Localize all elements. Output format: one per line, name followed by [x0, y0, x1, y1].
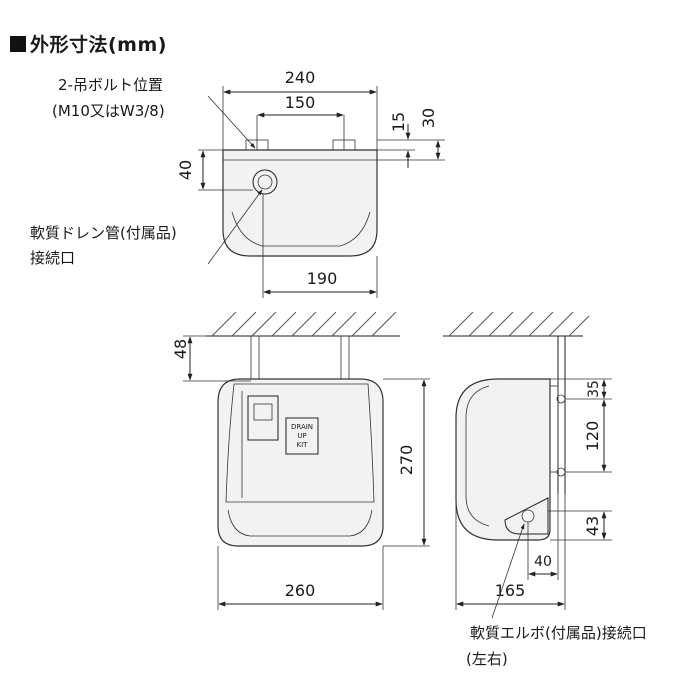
elbow-label-2: (左右) [466, 650, 508, 668]
dim-side-35: 35 [586, 380, 602, 398]
drain-port-icon [252, 169, 278, 195]
dim-front-bolt: 48 [171, 339, 190, 359]
top-view: 240 150 15 30 40 190 [176, 68, 445, 298]
elbow-label-1: 軟質エルボ(付属品)接続口 [470, 624, 647, 642]
dim-side-40: 40 [534, 554, 552, 570]
dim-bolt-pitch: 150 [285, 93, 316, 112]
drain-elbow-icon [504, 497, 549, 535]
dim-bottom-width: 190 [307, 269, 338, 288]
top-view-body [222, 149, 378, 257]
dim-side-120: 120 [583, 421, 602, 452]
diagram-title: 外形寸法(mm) [10, 30, 167, 57]
pump-unit-icon [247, 395, 279, 441]
front-view: DRAIN UP KIT 48 270 260 [171, 311, 430, 610]
dim-front-height: 270 [397, 445, 416, 476]
side-view: 35 120 43 40 165 [443, 311, 612, 619]
dim-port-height: 40 [176, 160, 195, 180]
dim-bolt-offset-15: 15 [389, 112, 408, 132]
hanging-bolt-label-1: 2-吊ボルト位置 [58, 76, 163, 94]
side-view-body [455, 378, 551, 541]
dim-front-width: 260 [285, 581, 316, 600]
title-square-icon [10, 36, 26, 52]
kit-line-2: UP [297, 432, 306, 440]
kit-line-1: DRAIN [291, 423, 313, 431]
hanging-bolt-label-2: (M10又はW3/8) [52, 102, 165, 120]
dim-bolt-offset-30: 30 [419, 108, 438, 128]
dim-top-width: 240 [285, 68, 316, 87]
dim-side-depth: 165 [495, 581, 526, 600]
drain-hose-label-2: 接続口 [30, 249, 75, 267]
front-view-body [217, 378, 384, 547]
drain-up-kit-badge [285, 417, 319, 455]
kit-line-3: KIT [297, 441, 309, 449]
title-text: 外形寸法(mm) [30, 34, 167, 56]
drain-hose-label-1: 軟質ドレン管(付属品) [30, 224, 177, 242]
dim-side-43: 43 [583, 516, 602, 536]
